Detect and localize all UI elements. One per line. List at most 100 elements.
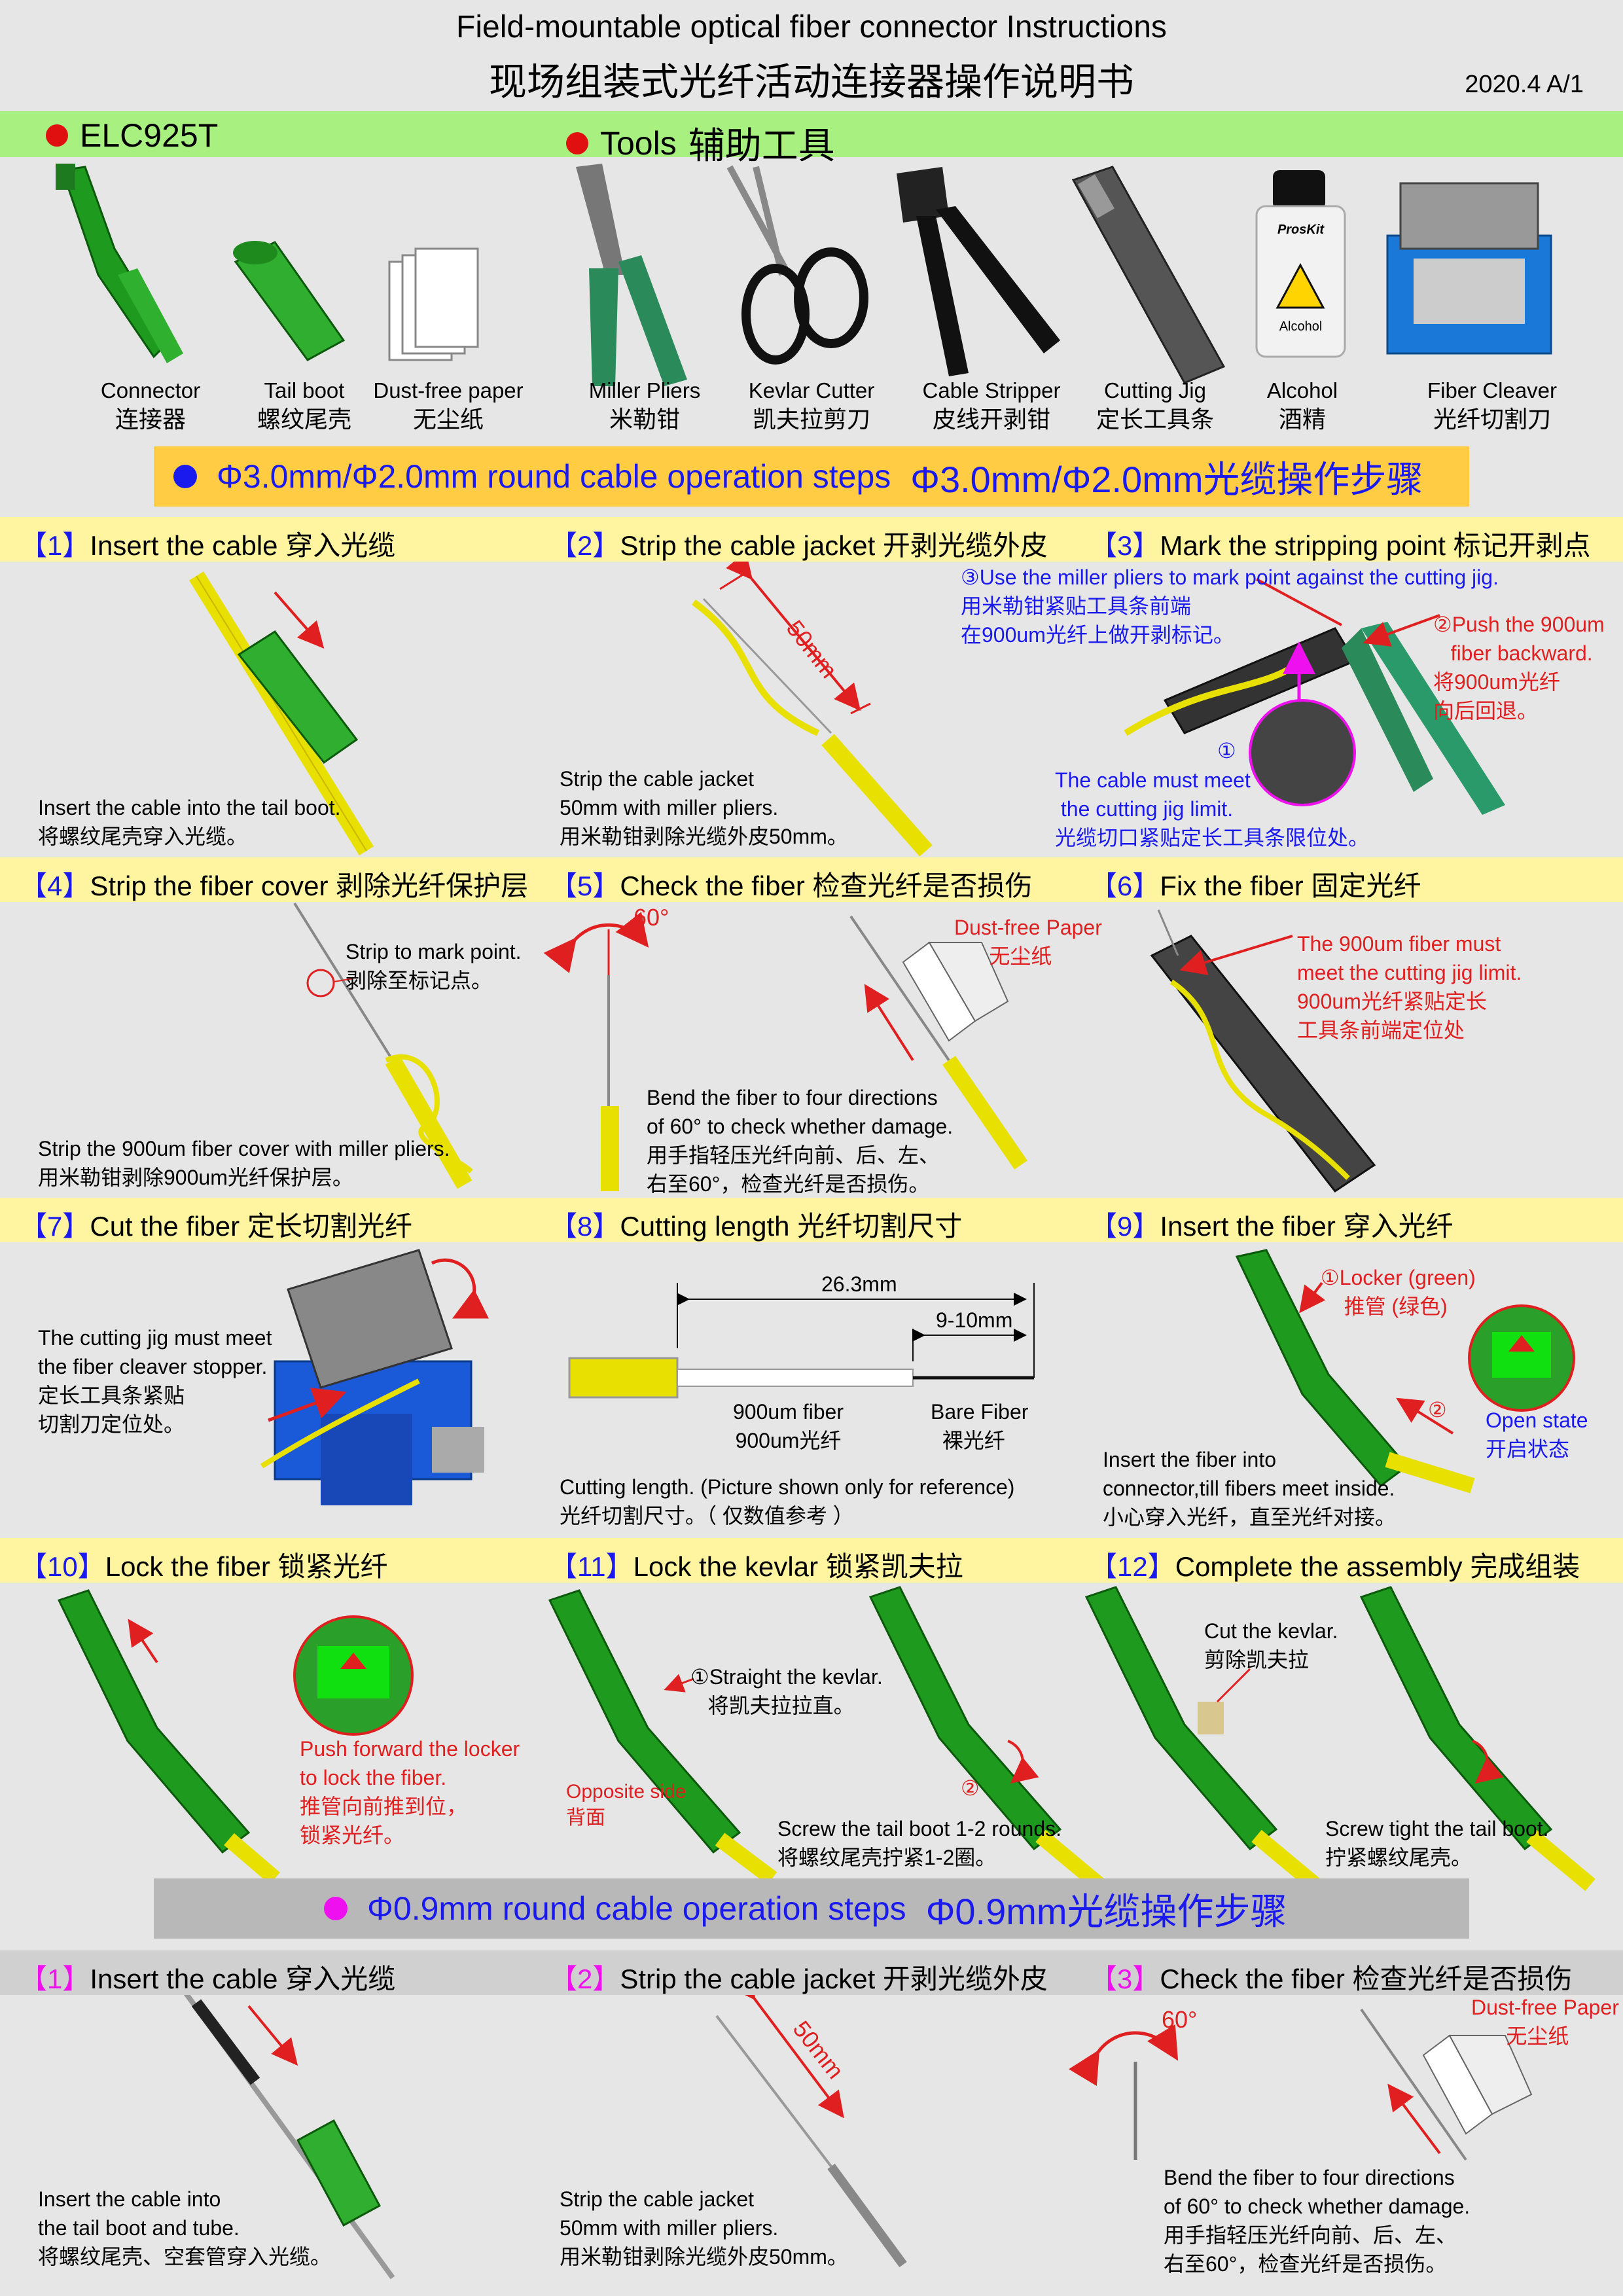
steps-row-3-bar: 【7】Cut the fiber 定长切割光纤 【8】Cutting lengt… — [0, 1198, 1623, 1242]
step11-circled-2: ② — [961, 1776, 980, 1800]
tools-heading: Tools 辅助工具 — [566, 117, 835, 170]
b-step3-paper-label: Dust-free Paper 无尘纸 — [1471, 1996, 1619, 2048]
step1-note: Insert the cable into the tail boot. 将螺纹… — [38, 796, 341, 848]
tools-label-cn: 辅助工具 — [688, 125, 835, 166]
b-step1-illustration — [181, 1988, 395, 2280]
part-name-cn: 无尘纸 — [412, 406, 484, 433]
b-step2-note: Strip the cable jacket 50mm with miller … — [560, 2187, 848, 2269]
tool-name-cn: 皮线开剥钳 — [932, 406, 1050, 433]
steps-row-4-bar: 【10】Lock the fiber 锁紧光纤 【11】Lock the kev… — [0, 1538, 1623, 1583]
step-2-title: 【2】Strip the cable jacket 开剥光缆外皮 — [550, 524, 1048, 564]
step-number: 【4】 — [20, 870, 90, 901]
tool-name-en: Kevlar Cutter — [748, 378, 875, 403]
part-name-cn: 螺纹尾壳 — [257, 406, 351, 433]
step3-circled-1: ① — [1217, 739, 1236, 762]
step8-fiber-label: 900um fiber 900um光纤 — [733, 1400, 844, 1452]
step-title-text: Cutting length 光纤切割尺寸 — [620, 1211, 963, 1242]
cable-stripper-illustration — [897, 167, 1060, 376]
step4-note-mark: Strip to mark point. 剥除至标记点。 — [346, 940, 522, 992]
tool-name-en: Miller Pliers — [588, 378, 701, 403]
step-title-text: Complete the assembly 完成组装 — [1175, 1551, 1580, 1582]
step3-note-limit: The cable must meet the cutting jig limi… — [1055, 768, 1370, 850]
step9-circled-2: ② — [1428, 1398, 1447, 1422]
blue-dot-icon — [173, 465, 197, 488]
tool-name-cn: 米勒钳 — [609, 406, 680, 433]
step3-note-push: ②Push the 900um fiber backward. 将900um光纤… — [1433, 613, 1605, 723]
part-tail-boot-caption: Tail boot 螺纹尾壳 — [239, 376, 370, 434]
step-number: 【6】 — [1090, 870, 1160, 901]
part-name-cn: 连接器 — [115, 406, 186, 433]
step5-illustration — [543, 912, 1027, 1191]
step-number: 【3】 — [1090, 1964, 1160, 1994]
tool-alcohol-caption: Alcohol 酒精 — [1237, 376, 1368, 434]
b-step3-note: Bend the fiber to four directions of 60°… — [1164, 2166, 1471, 2276]
step-9-title: 【9】Insert the fiber 穿入光纤 — [1090, 1204, 1454, 1244]
step9-illustration — [1235, 1249, 1575, 1494]
step-number: 【7】 — [20, 1211, 90, 1242]
part-connector-caption: Connector 连接器 — [85, 376, 216, 434]
tool-miller-pliers-caption: Miller Pliers 米勒钳 — [573, 376, 717, 434]
product-heading: ELC925T — [46, 117, 218, 154]
connector-illustration — [56, 164, 183, 363]
banner-title-cn: Φ3.0mm/Φ2.0mm光缆操作步骤 — [910, 458, 1423, 500]
green-header-bar: ELC925T Tools 辅助工具 — [0, 111, 1623, 166]
tool-kevlar-cutter-caption: Kevlar Cutter 凯夫拉剪刀 — [733, 376, 890, 434]
step-title-text: Strip the cable jacket 开剥光缆外皮 — [620, 530, 1048, 561]
tools-label-en: Tools — [600, 124, 677, 162]
step-7-title: 【7】Cut the fiber 定长切割光纤 — [20, 1204, 412, 1244]
banner-title-cn: Φ0.9mm光缆操作步骤 — [925, 1890, 1287, 1932]
part-name-en: Tail boot — [264, 378, 345, 403]
step8-total-length: 26.3mm — [821, 1272, 897, 1296]
part-dust-free-paper-caption: Dust-free paper 无尘纸 — [366, 376, 530, 434]
step-3-title: 【3】Mark the stripping point 标记开剥点 — [1090, 524, 1591, 564]
step7-illustration — [260, 1249, 489, 1505]
banner-title-en: Φ3.0mm/Φ2.0mm round cable operation step… — [217, 458, 891, 495]
version-label: 2020.4 A/1 — [1465, 71, 1584, 98]
tool-name-cn: 凯夫拉剪刀 — [752, 406, 870, 433]
red-dot-icon — [566, 132, 588, 154]
tool-name-cn: 定长工具条 — [1096, 406, 1214, 433]
step-title-text: Strip the cable jacket 开剥光缆外皮 — [620, 1964, 1048, 1994]
step11-note-screw: Screw the tail boot 1-2 rounds. 将螺纹尾壳拧紧1… — [777, 1817, 1062, 1869]
alcohol-brand-label: ProsKit — [1277, 223, 1325, 237]
step-6-title: 【6】Fix the fiber 固定光纤 — [1090, 864, 1421, 904]
step-title-text: Lock the fiber 锁紧光纤 — [105, 1551, 388, 1582]
step3-illustration — [1124, 578, 1505, 815]
step9-open-state: Open state 开启状态 — [1486, 1408, 1588, 1461]
tool-name-cn: 光纤切割刀 — [1433, 406, 1551, 433]
title-english: Field-mountable optical fiber connector … — [456, 10, 1167, 45]
step9-locker-label: ①Locker (green) 推管 (绿色) — [1321, 1266, 1476, 1318]
fiber-cleaver-illustration — [1386, 182, 1552, 355]
product-name: ELC925T — [80, 117, 219, 154]
step-8-title: 【8】Cutting length 光纤切割尺寸 — [550, 1204, 962, 1244]
step8-bare-fiber-label: Bare Fiber 裸光纤 — [931, 1400, 1029, 1452]
step-number: 【2】 — [550, 530, 620, 561]
step-title-text: Check the fiber 检查光纤是否损伤 — [1160, 1964, 1573, 1994]
step-number: 【8】 — [550, 1211, 620, 1242]
alcohol-bottle-illustration — [1255, 170, 1346, 358]
step7-note: The cutting jig must meet the fiber clea… — [38, 1326, 272, 1436]
step10-note: Push forward the locker to lock the fibe… — [300, 1737, 520, 1847]
steps-09-bar: 【1】Insert the cable 穿入光缆 【2】Strip the ca… — [0, 1950, 1623, 1995]
step-number: 【5】 — [550, 870, 620, 901]
step-10-title: 【10】Lock the fiber 锁紧光纤 — [20, 1545, 388, 1585]
step4-illustration — [293, 902, 473, 1189]
step5-angle-label: 60° — [633, 904, 669, 931]
step-title-text: Mark the stripping point 标记开剥点 — [1160, 530, 1591, 561]
b-step2-dimension-label: 50mm — [788, 2016, 849, 2084]
b-step-2-title: 【2】Strip the cable jacket 开剥光缆外皮 — [550, 1957, 1048, 1997]
tool-name-en: Fiber Cleaver — [1427, 378, 1558, 403]
step-number: 【9】 — [1090, 1211, 1160, 1242]
step8-bare-length: 9-10mm — [936, 1308, 1013, 1332]
step-4-title: 【4】Strip the fiber cover 剥除光纤保护层 — [20, 864, 528, 904]
step2-dimension-label: 50mm — [781, 615, 843, 683]
tail-boot-illustration — [233, 241, 346, 361]
step8-note: Cutting length. (Picture shown only for … — [560, 1475, 1015, 1528]
step-title-text: Cut the fiber 定长切割光纤 — [90, 1211, 412, 1242]
step8-illustration — [568, 1283, 1035, 1399]
step-title-text: Insert the cable 穿入光缆 — [90, 530, 396, 561]
miller-pliers-illustration — [576, 164, 687, 386]
step-number: 【11】 — [550, 1551, 633, 1582]
round-cable-banner: Φ3.0mm/Φ2.0mm round cable operation step… — [154, 446, 1469, 507]
